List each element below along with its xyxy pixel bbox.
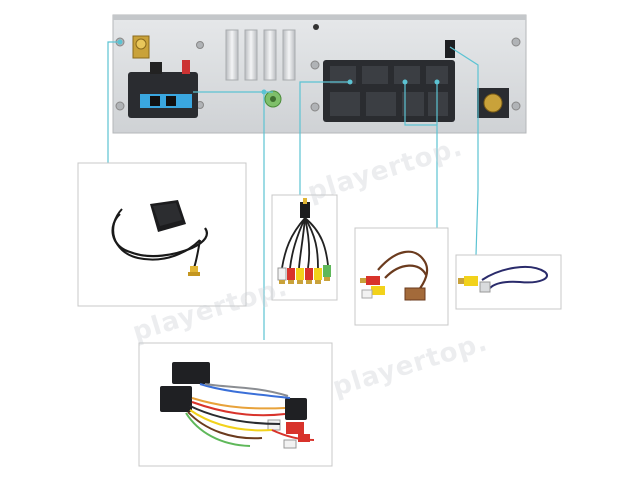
screw-icon — [115, 37, 521, 112]
rca-av-cable-panel — [271, 194, 338, 301]
rca-adapter-cable-image — [360, 250, 429, 301]
iso-harness-image — [160, 362, 315, 449]
rca-adapter-cable-panel — [354, 227, 449, 326]
connector-lines — [107, 41, 479, 340]
gps-port — [132, 35, 150, 59]
connector-dots — [117, 39, 440, 95]
rca-av-cable-image — [277, 198, 331, 284]
gps-antenna-panel — [77, 162, 247, 307]
antenna-post — [445, 40, 455, 58]
head-unit-rear-panel — [112, 14, 527, 134]
iso-harness-panel — [138, 342, 333, 467]
green-connector — [264, 90, 282, 108]
vent-slots — [225, 29, 296, 81]
multi-pin-connector-block — [323, 60, 455, 122]
camera-cable-panel — [455, 254, 562, 310]
power-fuse-connector — [128, 60, 198, 118]
camera-cable-image — [458, 265, 548, 293]
gps-antenna-image — [111, 200, 208, 276]
radio-antenna-socket — [477, 88, 509, 118]
